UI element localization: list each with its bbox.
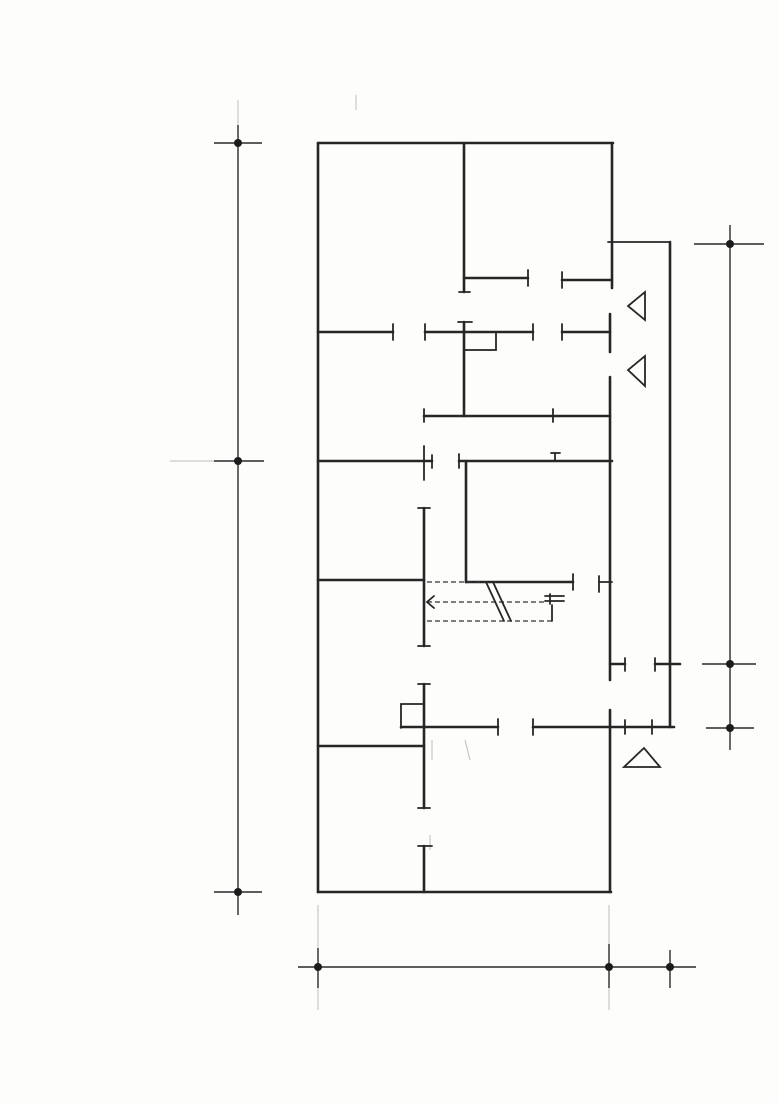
construction-lines bbox=[170, 95, 610, 1010]
dimension-right bbox=[694, 225, 764, 750]
exterior-walls bbox=[316, 141, 615, 894]
section-marker-icon bbox=[621, 290, 662, 768]
stair-detail bbox=[425, 581, 565, 622]
dimension-bottom bbox=[298, 944, 696, 988]
dimension-left bbox=[214, 125, 264, 915]
interior-walls bbox=[316, 141, 682, 894]
